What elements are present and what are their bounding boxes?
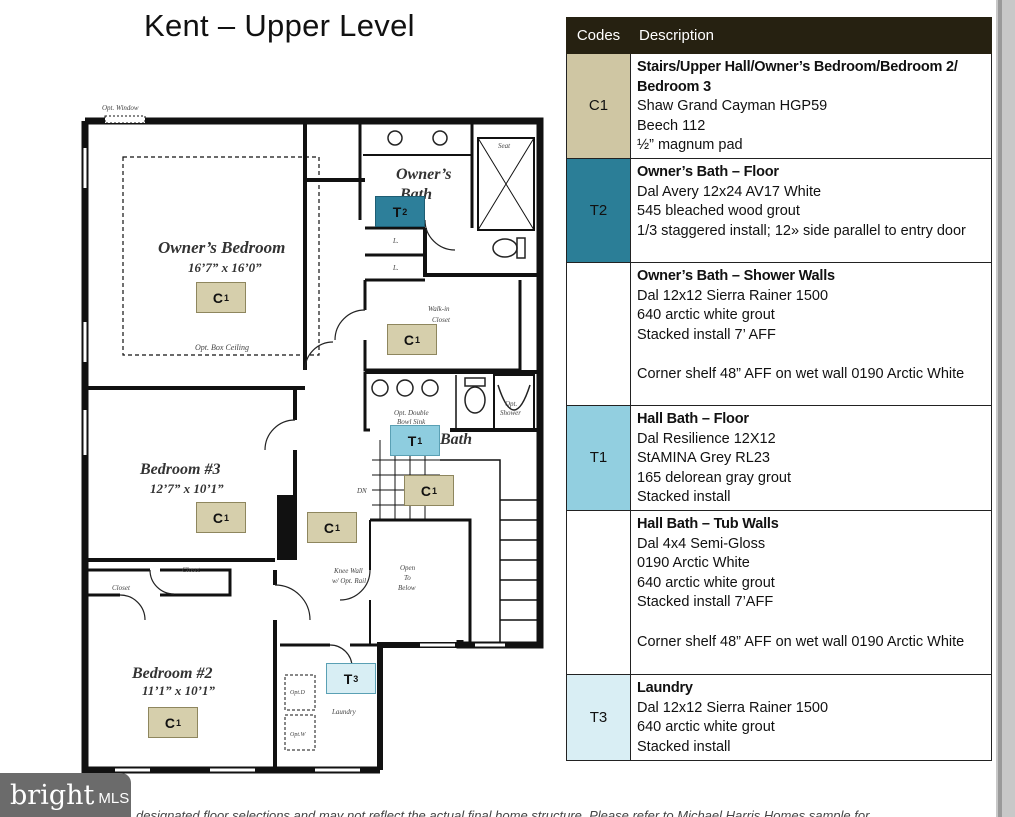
label-closet-1: Closet [182,566,201,574]
description-line: 0190 Arctic White [637,555,750,572]
label-opt-w: Opt.W [290,732,307,738]
label-owners-bedroom: Owner’s Bedroom [158,238,285,257]
description-title: Owner’s Bath – Shower Walls [637,267,835,284]
description-line: Corner shelf 48” AFF on wet wall 0190 Ar… [637,633,965,650]
label-knee-wall-1: Knee Wall [333,567,363,575]
label-opt-shower-2: Shower [500,409,521,417]
label-open-3: Below [398,584,416,592]
description-title: Laundry [637,679,693,696]
description-line: 640 arctic white grout [637,574,775,591]
code-cell [566,261,631,406]
bright-mls-logo: bright MLS [0,773,131,817]
label-open-1: Open [400,564,416,572]
label-dn: DN [356,487,367,495]
description-cell: Owner’s Bath – Floor Dal Avery 12x24 AV1… [630,157,992,263]
code-cell [566,509,631,675]
label-opt-double-2: Bowl Sink [397,418,426,426]
code-cell: T1 [566,404,631,511]
description-title: Stairs/Upper Hall/Owner’s Bedroom/Bedroo… [637,59,958,95]
page-title: Kent – Upper Level [144,8,415,43]
header-codes: Codes [566,17,631,54]
description-line: Stacked install [637,489,731,506]
description-line: 165 delorean gray grout [637,469,791,486]
table-row: T2 Owner’s Bath – Floor Dal Avery 12x24 … [566,157,992,263]
description-line: 1/3 staggered install; 12» side parallel… [637,222,966,239]
description-title: Owner’s Bath – Floor [637,163,779,180]
description-cell: Stairs/Upper Hall/Owner’s Bedroom/Bedroo… [630,53,992,159]
table-header-row: Codes Description [566,17,992,54]
label-bedroom2-size: 11’1” x 10’1” [142,683,215,698]
description-line: StAMINA Grey RL23 [637,450,770,467]
description-line: Shaw Grand Cayman HGP59 [637,98,828,115]
description-line: ½” magnum pad [637,137,743,154]
label-opt-box-ceiling: Opt. Box Ceiling [195,343,249,352]
description-line: Stacked install 7’AFF [637,594,774,611]
description-title: Hall Bath – Tub Walls [637,515,779,532]
logo-suffix: MLS [98,789,130,807]
label-laundry: Laundry [331,708,357,716]
description-line: Stacked install 7’ AFF [637,326,776,343]
disclaimer-text: designated floor selections and may not … [136,808,870,817]
label-bedroom3-size: 12’7” x 10’1” [150,481,224,496]
label-owners-bath-1: Owner’s [396,166,451,183]
description-cell: Laundry Dal 12x12 Sierra Rainer 1500 640… [630,673,992,761]
floor-plan: Opt. Window Owner’s Bedroom 16’7” x 16’0… [81,104,544,774]
label-opt-double-1: Opt. Double [394,409,429,417]
label-walk-in-2: Closet [432,316,451,324]
description-line: 640 arctic white grout [637,307,775,324]
label-seat: Seat [498,142,511,150]
label-bedroom3: Bedroom #3 [139,461,220,478]
description-line: Dal 4x4 Semi-Gloss [637,535,766,552]
scrollbar[interactable] [996,0,1015,817]
code-cell: T3 [566,673,631,761]
description-line: Dal 12x12 Sierra Rainer 1500 [637,699,829,716]
codes-table: Codes Description C1 Stairs/Upper Hall/O… [566,17,992,761]
description-spacer [637,613,983,633]
description-line: Stacked install [637,738,731,755]
code-cell: T2 [566,157,631,263]
label-walk-in-1: Walk-in [428,305,450,313]
label-bedroom2: Bedroom #2 [131,665,212,682]
label-owners-bedroom-size: 16’7” x 16’0” [188,260,262,275]
description-title: Hall Bath – Floor [637,410,749,427]
logo-wordmark: bright [10,779,95,811]
description-line: Dal 12x12 Sierra Rainer 1500 [637,287,829,304]
table-row: T3 Laundry Dal 12x12 Sierra Rainer 1500 … [566,673,992,761]
label-bath: Bath [439,431,472,448]
description-cell: Owner’s Bath – Shower Walls Dal 12x12 Si… [630,261,992,406]
description-line: 545 bleached wood grout [637,203,800,220]
description-cell: Hall Bath – Floor Dal Resilience 12X12 S… [630,404,992,511]
description-line: 640 arctic white grout [637,719,775,736]
label-open-2: To [404,574,411,582]
description-line: Beech 112 [637,117,706,134]
label-opt-d: Opt.D [290,690,306,696]
table-row: T1 Hall Bath – Floor Dal Resilience 12X1… [566,404,992,511]
header-description: Description [630,17,992,54]
description-line: Dal Resilience 12X12 [637,430,776,447]
description-line: Dal Avery 12x24 AV17 White [637,183,822,200]
table-row: Hall Bath – Tub Walls Dal 4x4 Semi-Gloss… [566,509,992,675]
label-opt-shower-1: Opt. [505,400,518,408]
label-linen-1: L. [392,237,399,245]
table-row: C1 Stairs/Upper Hall/Owner’s Bedroom/Bed… [566,53,992,159]
label-opt-window: Opt. Window [102,104,139,112]
code-cell: C1 [566,53,631,159]
label-linen-2: L. [392,264,399,272]
label-closet-2: Closet [112,584,131,592]
description-spacer [637,345,983,365]
description-cell: Hall Bath – Tub Walls Dal 4x4 Semi-Gloss… [630,509,992,675]
description-line: Corner shelf 48” AFF on wet wall 0190 Ar… [637,365,965,382]
table-row: Owner’s Bath – Shower Walls Dal 12x12 Si… [566,261,992,406]
label-knee-wall-2: w/ Opt. Rail [332,577,366,585]
